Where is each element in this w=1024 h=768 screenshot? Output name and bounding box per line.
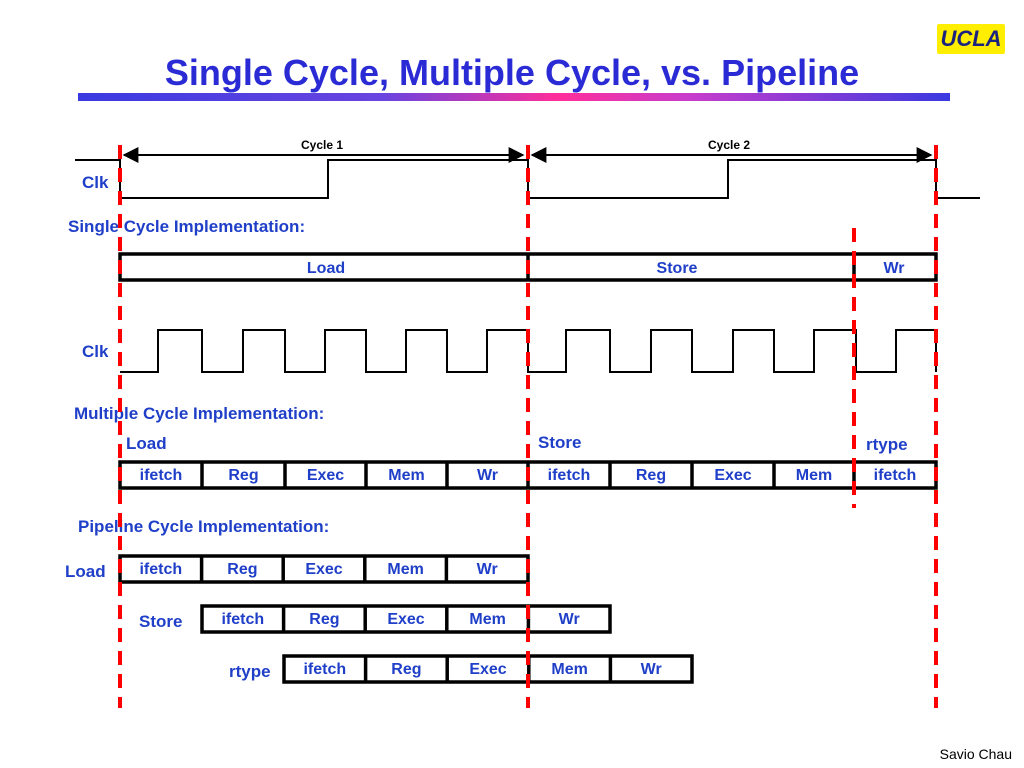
pipeline-stage-ifetch: ifetch <box>139 561 182 578</box>
multi-block-reg: Reg <box>228 467 258 484</box>
pipeline-row-bar <box>282 654 694 684</box>
title-underline <box>78 93 950 101</box>
pipeline-stage-reg: Reg <box>391 661 421 678</box>
pipeline-stage-ifetch: ifetch <box>303 661 346 678</box>
pipeline-stage-mem: Mem <box>387 561 423 578</box>
multi-block-ifetch: ifetch <box>874 467 917 484</box>
single-block-load: Load <box>307 260 345 277</box>
multi-instr-rtype: rtype <box>866 435 908 454</box>
pipeline-row-label-rtype: rtype <box>229 662 271 681</box>
pipeline-stage-mem: Mem <box>551 661 587 678</box>
multi-block-exec: Exec <box>307 467 344 484</box>
multi-block-labels: ifetch Reg Exec Mem Wr ifetch Reg Exec Mem ifetch <box>140 467 917 484</box>
clock-label-1: Clk <box>82 173 109 192</box>
pipeline-stage-wr: Wr <box>559 611 580 628</box>
logo-text: UCLA <box>940 26 1002 51</box>
multi-block-mem: Mem <box>796 467 832 484</box>
pipeline-stage-exec: Exec <box>469 661 506 678</box>
pipeline-row-bar <box>118 554 530 584</box>
multi-block-exec: Exec <box>714 467 751 484</box>
single-block-wr: Wr <box>883 260 904 277</box>
pipeline-stage-reg: Reg <box>309 611 339 628</box>
clock-signal-multi <box>120 329 937 373</box>
pipeline-stage-wr: Wr <box>641 661 662 678</box>
multi-instr-store: Store <box>538 433 581 452</box>
single-block-store: Store <box>657 260 698 277</box>
cycle-1-label: Cycle 1 <box>301 138 343 152</box>
multi-block-ifetch: ifetch <box>548 467 591 484</box>
pipeline-stage-mem: Mem <box>469 611 505 628</box>
pipeline-row-label-store: Store <box>139 612 182 631</box>
clock-label-2: Clk <box>82 342 109 361</box>
ucla-logo: UCLA <box>937 24 1005 54</box>
multi-block-mem: Mem <box>388 467 424 484</box>
multi-block-wr: Wr <box>477 467 498 484</box>
section-label-single: Single Cycle Implementation: <box>68 217 305 236</box>
multi-dividers <box>200 462 856 488</box>
pipeline-row-bar <box>200 604 612 634</box>
author-credit: Savio Chau <box>939 746 1012 762</box>
multi-instr-load: Load <box>126 434 167 453</box>
pipeline-stage-exec: Exec <box>305 561 342 578</box>
pipeline-row-label-load: Load <box>65 562 106 581</box>
section-label-pipeline: Pipeline Cycle Implementation: <box>78 517 329 536</box>
section-label-multi: Multiple Cycle Implementation: <box>74 404 324 423</box>
multi-block-reg: Reg <box>636 467 666 484</box>
cycle-2-label: Cycle 2 <box>708 138 750 152</box>
pipeline-stage-reg: Reg <box>227 561 257 578</box>
pipeline-stage-wr: Wr <box>477 561 498 578</box>
pipeline-stage-exec: Exec <box>387 611 424 628</box>
pipeline-stage-ifetch: ifetch <box>221 611 264 628</box>
multi-block-ifetch: ifetch <box>140 467 183 484</box>
slide-title: Single Cycle, Multiple Cycle, vs. Pipeli… <box>164 52 860 93</box>
